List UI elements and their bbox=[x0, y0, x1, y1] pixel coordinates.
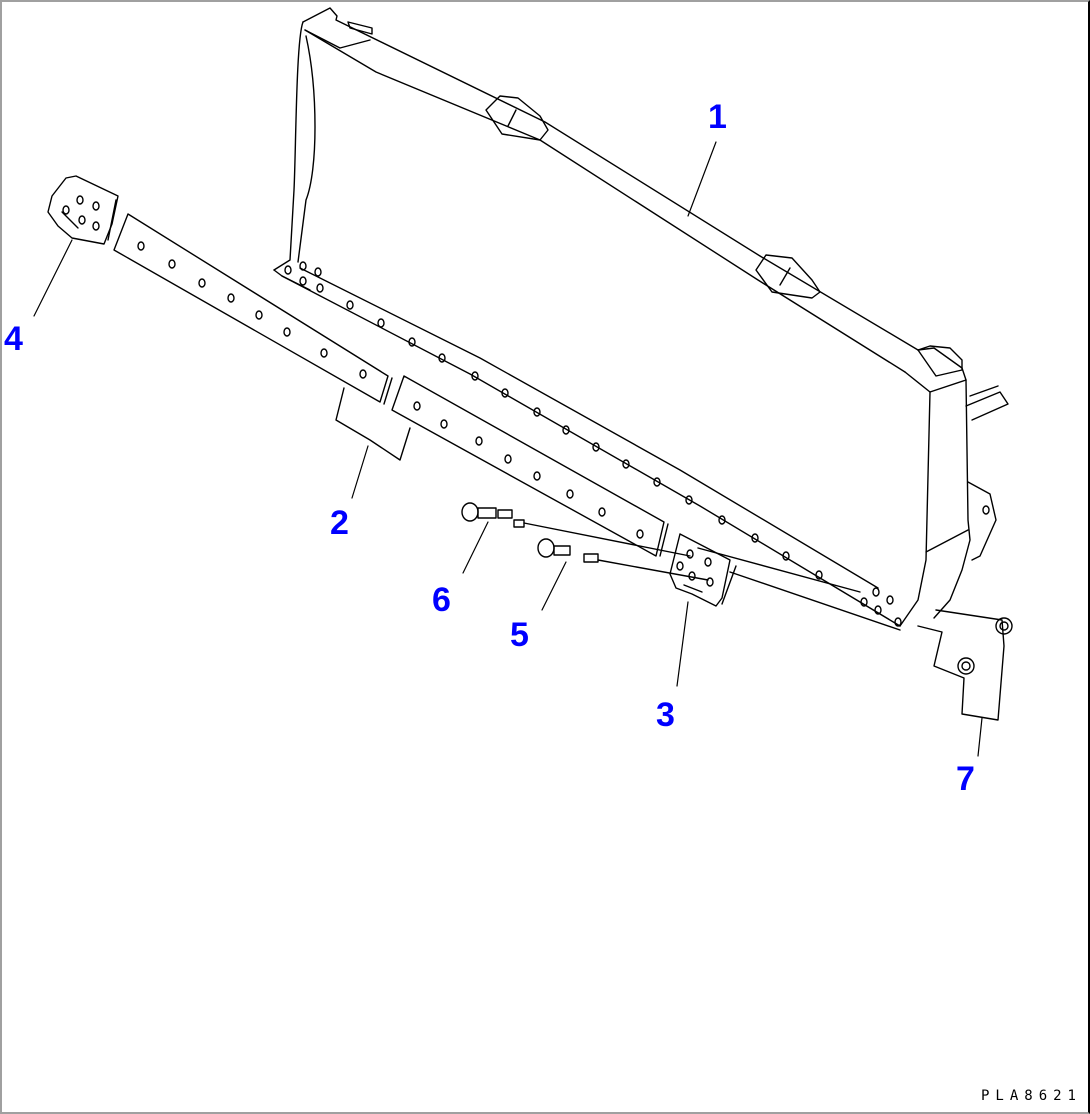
leader-1 bbox=[687, 141, 717, 217]
left-cutting-edge-part bbox=[113, 213, 393, 405]
blade-part bbox=[273, 7, 1009, 627]
leader-5 bbox=[541, 561, 567, 611]
part-label-5: 5 bbox=[510, 616, 529, 654]
blade-bolt-holes bbox=[284, 261, 902, 627]
bolt-6-part bbox=[461, 502, 691, 557]
leader-4 bbox=[33, 239, 73, 317]
leader-2 bbox=[351, 445, 369, 499]
leader-lines bbox=[33, 141, 983, 757]
part-label-3: 3 bbox=[656, 696, 675, 734]
leader-6 bbox=[462, 521, 489, 574]
part-label-2: 2 bbox=[330, 504, 349, 542]
leader-3 bbox=[676, 601, 689, 687]
leader-7 bbox=[977, 717, 983, 757]
center-cutting-edge-part bbox=[335, 375, 669, 557]
part-label-1: 1 bbox=[708, 98, 727, 136]
right-end-plate-part bbox=[669, 533, 901, 631]
part-label-4: 4 bbox=[4, 320, 23, 358]
drawing-code: PLA8621 bbox=[980, 1088, 1082, 1104]
bolt-5-part bbox=[537, 538, 709, 581]
left-end-bit-part bbox=[47, 175, 119, 245]
bracket-7-part bbox=[917, 609, 1013, 721]
part-label-7: 7 bbox=[956, 760, 975, 798]
part-label-6: 6 bbox=[432, 581, 451, 619]
